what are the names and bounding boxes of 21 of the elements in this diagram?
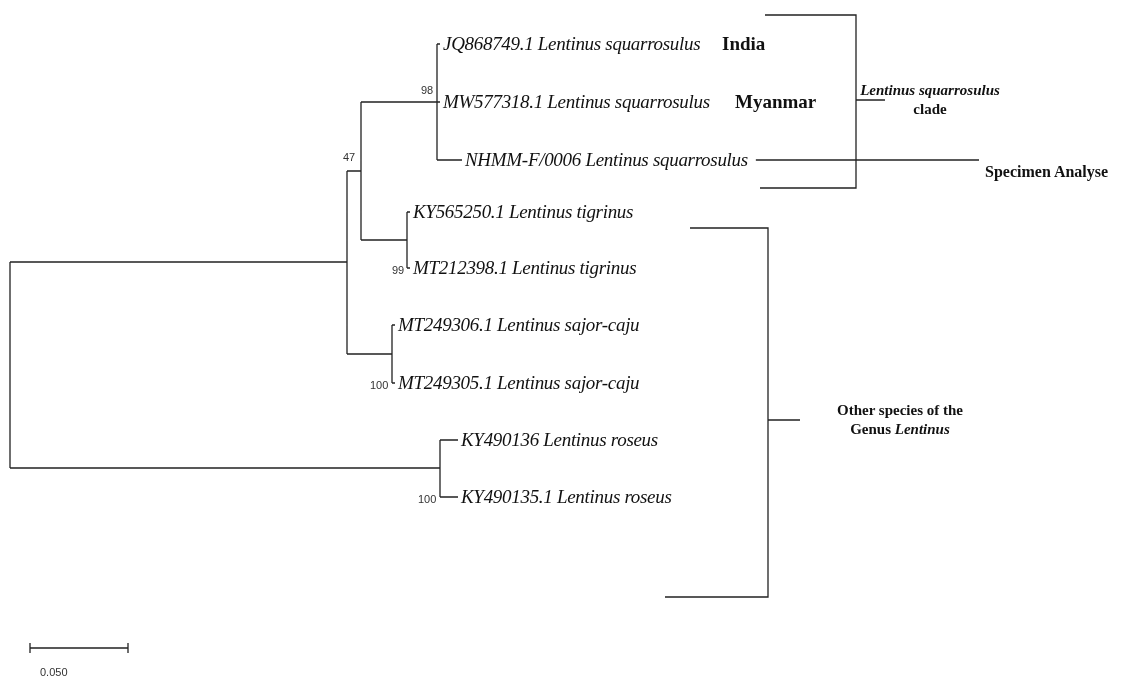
taxon-label: KY490136 Lentinus roseus — [461, 429, 658, 451]
taxon-label: MT212398.1 Lentinus tigrinus — [413, 257, 637, 279]
bootstrap-value: 100 — [370, 379, 389, 391]
bootstrap-value: 99 — [392, 264, 405, 276]
taxon-label: KY565250.1 Lentinus tigrinus — [413, 201, 634, 223]
leader-line — [755, 159, 980, 161]
taxon-label: MW577318.1 Lentinus squarrosulus — [443, 91, 710, 113]
bootstrap-value: 100 — [418, 493, 437, 505]
bootstrap-value: 47 — [343, 151, 356, 163]
country-label: India — [722, 33, 766, 55]
clade-label: Lentinus squarrosulus clade — [859, 81, 1001, 119]
taxon-label: MT249305.1 Lentinus sajor-caju — [398, 372, 640, 394]
taxon-label: NHMM-F/0006 Lentinus squarrosulus — [465, 149, 748, 171]
specimen-label: Specimen Analyse — [985, 163, 1109, 181]
country-label: Myanmar — [735, 91, 817, 113]
clade-label: Other species of the Genus Lentinus — [836, 401, 964, 439]
scale-value: 0.050 — [40, 666, 68, 678]
bootstrap-value: 98 — [421, 84, 434, 96]
taxon-label: KY490135.1 Lentinus roseus — [461, 486, 672, 508]
taxon-label: JQ868749.1 Lentinus squarrosulus — [443, 33, 701, 55]
taxon-label: MT249306.1 Lentinus sajor-caju — [398, 314, 640, 336]
